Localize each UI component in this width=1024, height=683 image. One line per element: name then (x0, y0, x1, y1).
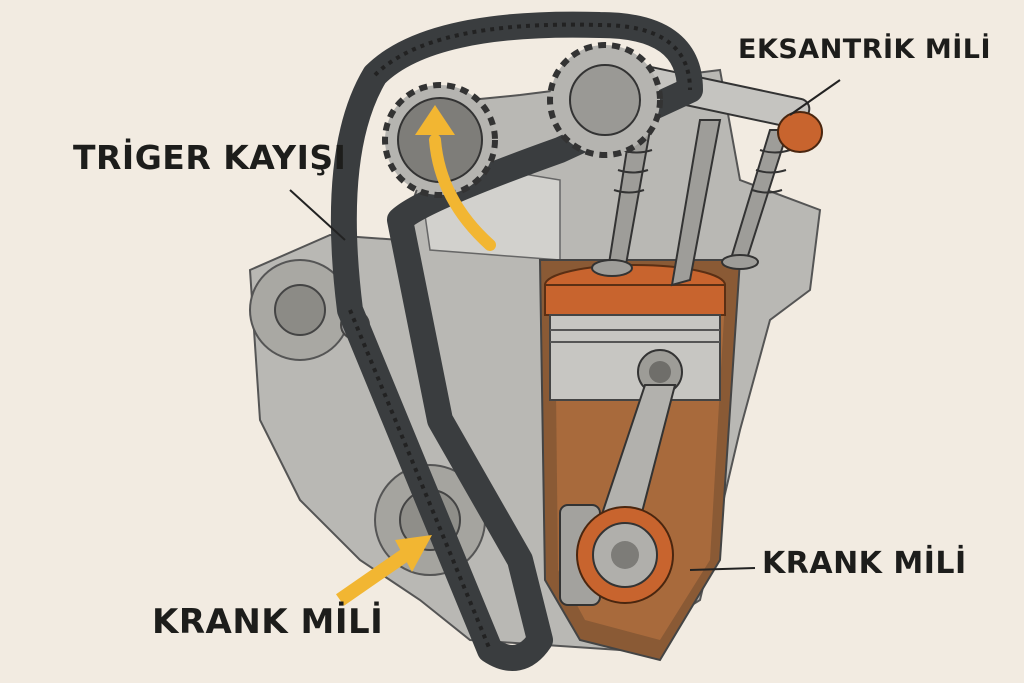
crankshaft-label-right: KRANK MİLİ (762, 546, 967, 581)
camshaft-label: EKSANTRİK MİLİ (738, 34, 992, 65)
leader-lines (289, 79, 841, 571)
valves (591, 119, 790, 287)
crank-arrow (395, 535, 432, 572)
timing-belt-label: TRİGER KAYIŞI (73, 138, 347, 177)
crankshaft-label-bottom: KRANK MİLİ (152, 602, 384, 642)
cam-gear-right (547, 42, 663, 158)
rotation-arrow (429, 134, 496, 251)
piston (549, 314, 721, 401)
